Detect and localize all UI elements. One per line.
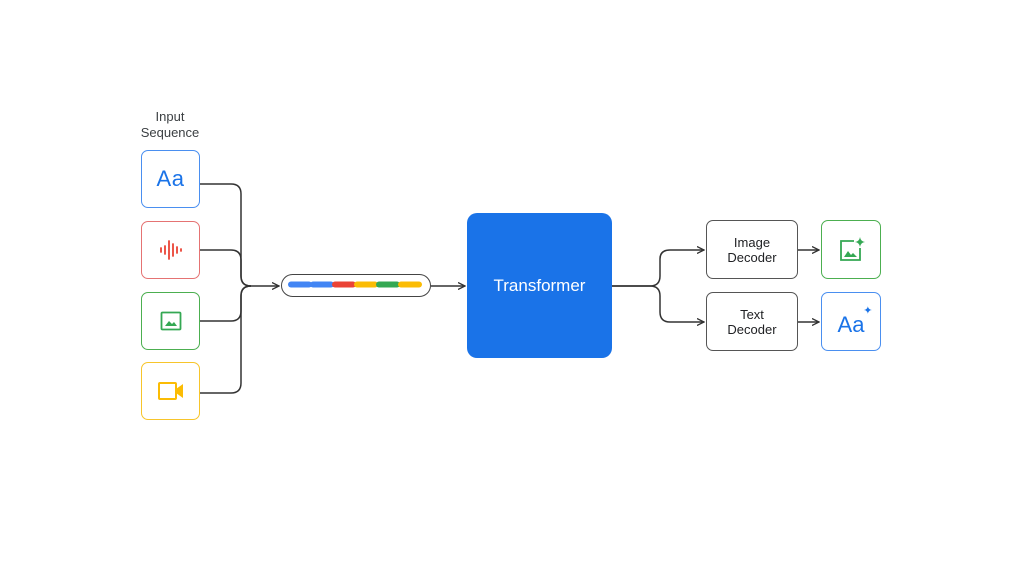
connector-text-input	[200, 183, 252, 287]
text-output-glyph: Aa	[837, 311, 865, 337]
text-aa-icon: Aa	[156, 166, 185, 191]
text-input-box: Aa	[141, 150, 200, 208]
connector-image-input	[200, 285, 252, 322]
connector-video-input	[200, 285, 252, 394]
text-decoder-label-line1: Text	[740, 306, 764, 322]
image-decoder-box: Image Decoder	[706, 220, 798, 279]
connector-audio-input	[200, 249, 252, 287]
input-sequence-title-line2: Sequence	[140, 125, 200, 140]
image-sparkle-icon	[840, 236, 865, 261]
audio-waveform-icon	[159, 240, 182, 260]
text-decoder-label-line2: Decoder	[727, 321, 777, 337]
image-input-box	[141, 292, 200, 350]
input-sequence-title: Input Sequence	[128, 109, 212, 141]
text-decoder-box: Text Decoder	[706, 292, 798, 351]
audio-input-box	[141, 221, 200, 279]
token-sequence	[281, 274, 431, 297]
video-input-box	[141, 362, 200, 420]
video-camera-icon	[157, 382, 183, 400]
arrow-to-text-decoder	[612, 285, 704, 322]
transformer-block: Transformer	[467, 213, 612, 358]
image-output-box	[821, 220, 881, 279]
input-sequence-title-line1: Input	[155, 109, 185, 124]
image-decoder-label-line2: Decoder	[727, 249, 777, 265]
arrow-to-image-decoder	[612, 250, 704, 287]
image-decoder-label-line1: Image	[733, 234, 771, 250]
text-output-box: Aa ✦	[821, 292, 881, 351]
image-icon	[160, 311, 181, 331]
sparkle-icon: ✦	[863, 304, 873, 317]
text-aa-sparkle-icon: Aa ✦	[837, 305, 873, 338]
transformer-label: Transformer	[493, 275, 586, 295]
